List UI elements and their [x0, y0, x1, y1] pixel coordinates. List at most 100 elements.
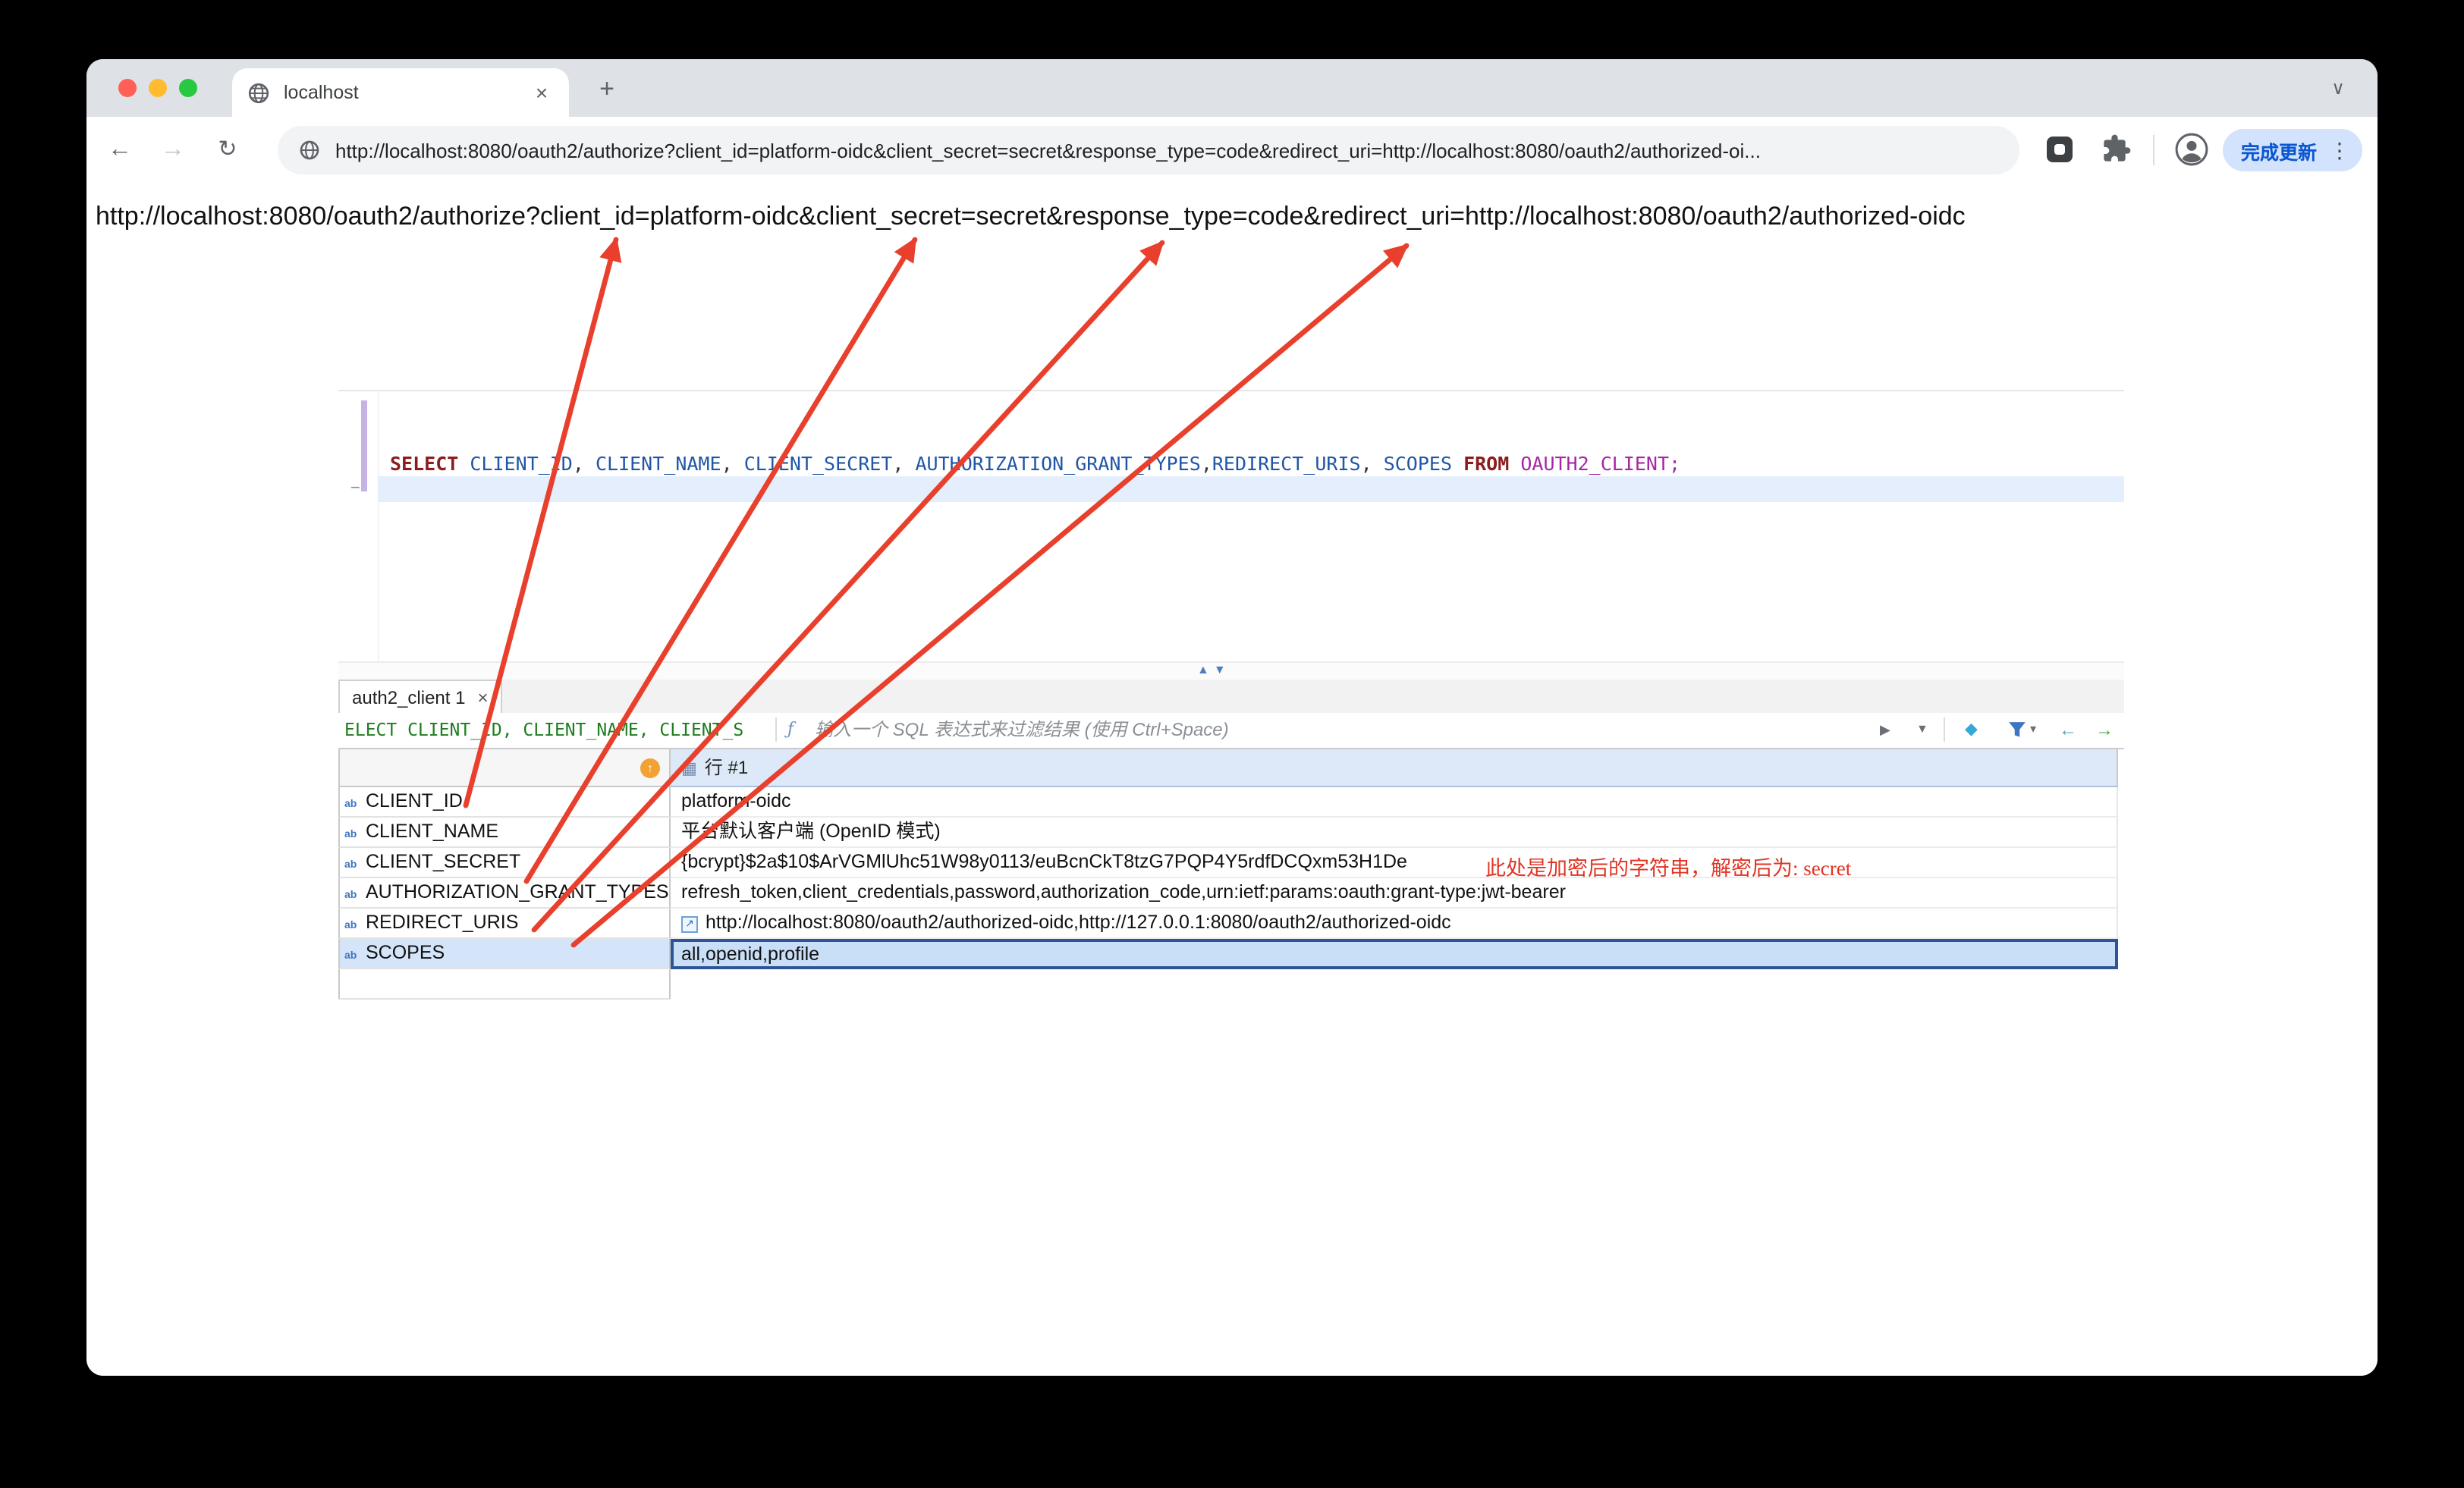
grid-corner-cell[interactable]: ↑	[338, 748, 671, 787]
sql-statement[interactable]: SELECT CLIENT_ID, CLIENT_NAME, CLIENT_SE…	[390, 450, 1680, 476]
results-tab-close-icon[interactable]: ×	[477, 686, 489, 708]
column-name-cell-scopes[interactable]: ab SCOPES	[338, 939, 671, 969]
sql-token: AUTHORIZATION_GRANT_TYPES	[915, 452, 1201, 475]
tab-favicon-globe-icon	[248, 82, 269, 103]
window-zoom-button[interactable]	[179, 79, 197, 97]
sql-token: FROM	[1463, 452, 1521, 475]
sql-token: OAUTH2_CLIENT;	[1520, 452, 1681, 475]
sql-token: ,	[892, 452, 916, 475]
cell-value-authorization-grant-types[interactable]: refresh_token,client_credentials,passwor…	[671, 878, 2118, 909]
tab-search-chevron-icon[interactable]: ∨	[2331, 77, 2345, 99]
sql-token: CLIENT_NAME	[595, 452, 721, 475]
empty-label-cell	[338, 969, 671, 1000]
sql-token: ,	[1360, 452, 1384, 475]
cell-value-text: http://localhost:8080/oauth2/authorized-…	[706, 912, 1451, 933]
filter-separator	[1944, 717, 1945, 742]
page-content: http://localhost:8080/oauth2/authorize?c…	[86, 184, 2378, 1376]
sql-editor[interactable]: − SELECT CLIENT_ID, CLIENT_NAME, CLIENT_…	[338, 391, 2124, 661]
site-globe-icon	[300, 140, 319, 160]
column-type-icon: ab	[344, 951, 357, 962]
sql-token	[1452, 452, 1463, 475]
sql-token: REDIRECT_URIS	[1212, 452, 1361, 475]
results-filter-bar: ELECT CLIENT_ID, CLIENT_NAME, CLIENT_S ƒ…	[338, 713, 2124, 749]
column-name-cell-authorization-grant-types[interactable]: ab AUTHORIZATION_GRANT_TYPES	[338, 878, 671, 909]
cell-value-client-secret[interactable]: {bcrypt}$2a$10$ArVGMlUhc51W98y0113/euBcn…	[671, 848, 2118, 878]
results-tab-label: auth2_client 1	[352, 686, 466, 708]
column-name-label: CLIENT_ID	[366, 790, 463, 811]
column-name-cell-client-id[interactable]: ab CLIENT_ID	[338, 787, 671, 818]
splitter-collapse-icons[interactable]: ▲▼	[1197, 663, 1230, 678]
chrome-update-button[interactable]: 完成更新 ⋮	[2223, 129, 2363, 171]
forward-button[interactable]: →	[161, 137, 185, 162]
browser-tab-localhost[interactable]: localhost ×	[232, 68, 569, 117]
apply-filter-button[interactable]: ▶	[1880, 722, 1890, 737]
sql-token: ,	[1200, 452, 1212, 475]
sql-token: SELECT	[390, 452, 470, 475]
sql-token: CLIENT_ID	[470, 452, 573, 475]
extensions-puzzle-icon[interactable]	[2101, 133, 2132, 164]
sort-indicator-icon[interactable]: ↑	[640, 758, 660, 778]
filter-input[interactable]: 输入一个 SQL 表达式来过滤结果 (使用 Ctrl+Space)	[815, 719, 1229, 740]
column-type-icon: ab	[344, 890, 357, 901]
filter-funnel-icon[interactable]	[2007, 720, 2027, 740]
window-minimize-button[interactable]	[149, 79, 167, 97]
change-indicator-bar	[361, 400, 367, 491]
fetch-prev-icon[interactable]: ←	[2059, 719, 2077, 740]
column-type-icon: ab	[344, 799, 357, 810]
column-name-label: CLIENT_SECRET	[366, 851, 521, 872]
browser-toolbar: ← → ↻ http://localhost:8080/oauth2/autho…	[86, 117, 2378, 185]
sql-token: ,	[572, 452, 596, 475]
browser-menu-kebab-icon[interactable]: ⋮	[2329, 138, 2351, 162]
filter-sql-preview: ELECT CLIENT_ID, CLIENT_NAME, CLIENT_S	[344, 719, 744, 740]
column-type-icon: ab	[344, 860, 357, 871]
column-name-label: SCOPES	[366, 942, 445, 963]
column-type-icon: ab	[344, 830, 357, 840]
value-header-label: 行 #1	[704, 757, 749, 778]
column-type-icon: ab	[344, 921, 357, 931]
address-bar-url: http://localhost:8080/oauth2/authorize?c…	[335, 139, 1761, 162]
chrome-update-label: 完成更新	[2241, 142, 2318, 163]
cell-value-client-id[interactable]: platform-oidc	[671, 787, 2118, 818]
filter-edit-icon[interactable]: ◆	[1965, 720, 1978, 739]
fold-collapse-icon[interactable]: −	[350, 479, 360, 498]
toolbar-separator	[2153, 135, 2154, 165]
column-name-cell-redirect-uris[interactable]: ab REDIRECT_URIS	[338, 909, 671, 939]
sql-token: ,	[721, 452, 744, 475]
back-button[interactable]: ←	[108, 137, 132, 162]
fetch-next-icon[interactable]: →	[2095, 719, 2114, 740]
filter-expression-icon: ƒ	[787, 719, 794, 739]
cell-value-scopes-selected[interactable]: all,openid,profile	[671, 939, 2118, 969]
tab-title: localhost	[284, 82, 359, 103]
tab-close-icon[interactable]: ×	[535, 80, 548, 105]
address-bar[interactable]: http://localhost:8080/oauth2/authorize?c…	[278, 126, 2019, 174]
cell-value-redirect-uris[interactable]: ↗ http://localhost:8080/oauth2/authorized…	[671, 909, 2118, 939]
reload-button[interactable]: ↻	[218, 137, 237, 162]
results-tab-bar: auth2_client 1 ×	[338, 680, 2124, 714]
pinned-extension-icon[interactable]	[2047, 137, 2073, 162]
column-name-cell-client-name[interactable]: ab CLIENT_NAME	[338, 818, 671, 848]
funnel-dropdown-icon[interactable]: ▾	[2030, 722, 2037, 736]
column-name-cell-client-secret[interactable]: ab CLIENT_SECRET	[338, 848, 671, 878]
filter-separator	[775, 717, 777, 742]
pinned-extension-glyph	[2054, 144, 2065, 155]
splitter-up-icon[interactable]: ▲	[1197, 663, 1214, 677]
sql-token: SCOPES	[1383, 452, 1452, 475]
current-line-highlight	[378, 476, 2124, 502]
new-tab-button[interactable]: +	[599, 74, 614, 103]
profile-avatar-icon[interactable]	[2174, 132, 2209, 167]
secret-annotation-text: 此处是加密后的字符串，解密后为: secret	[1485, 857, 1852, 880]
column-name-label: AUTHORIZATION_GRANT_TYPES	[366, 881, 669, 903]
results-tab[interactable]: auth2_client 1 ×	[338, 680, 502, 713]
value-column-header[interactable]: ▦ 行 #1	[671, 748, 2118, 787]
dbeaver-screenshot: − SELECT CLIENT_ID, CLIENT_NAME, CLIENT_…	[338, 390, 2124, 1000]
url-link-icon: ↗	[681, 916, 698, 933]
browser-window: localhost × + ∨ ← → ↻ http://localhost:8…	[86, 59, 2378, 1376]
editor-gutter: −	[338, 391, 379, 661]
splitter-down-icon[interactable]: ▼	[1213, 663, 1230, 677]
grid-icon: ▦	[681, 760, 697, 778]
column-name-label: CLIENT_NAME	[366, 821, 499, 842]
filter-history-dropdown-icon[interactable]: ▼	[1916, 722, 1928, 736]
window-close-button[interactable]	[118, 79, 137, 97]
cell-value-client-name[interactable]: 平台默认客户端 (OpenID 模式)	[671, 818, 2118, 848]
